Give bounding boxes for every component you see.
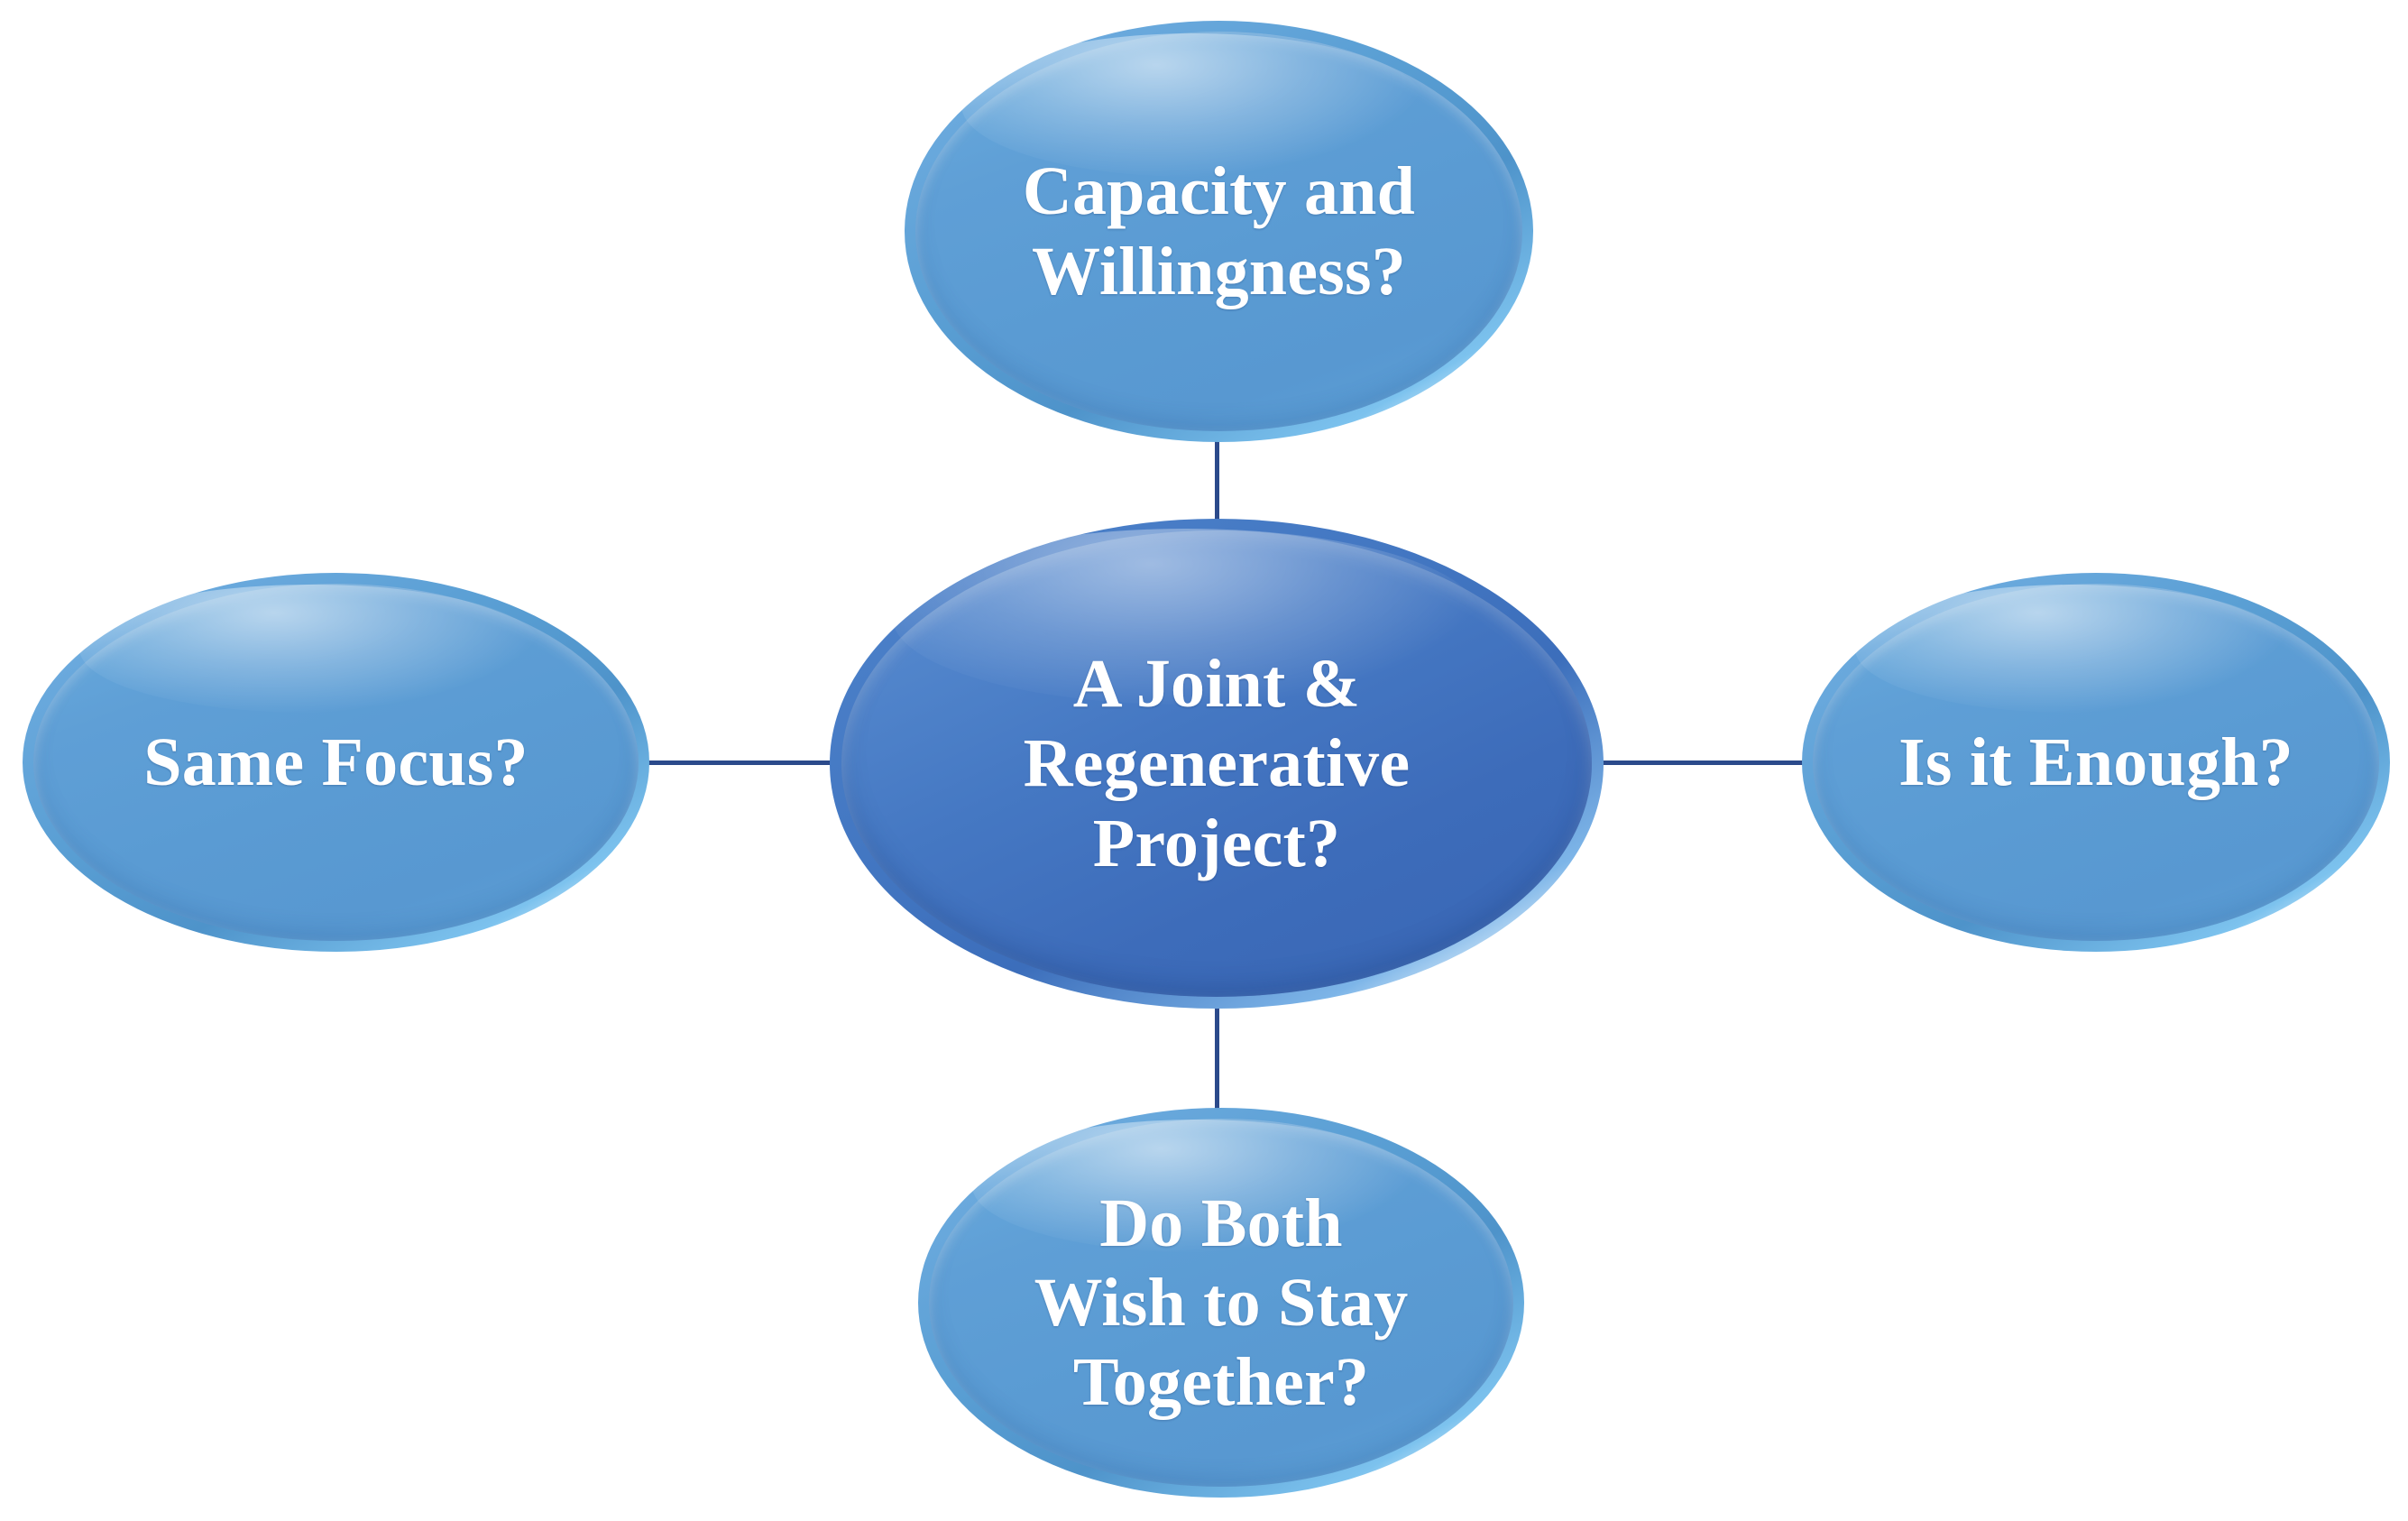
connector-center-to-bottom bbox=[1215, 1001, 1219, 1117]
node-sheen bbox=[78, 584, 543, 714]
connector-center-to-right bbox=[1595, 760, 1818, 765]
node-label: Do Both Wish to Stay Together? bbox=[1034, 1185, 1409, 1421]
node-label: Capacity and Willingness? bbox=[1022, 153, 1416, 309]
node-sheen bbox=[1854, 584, 2291, 714]
node-label: A Joint & Regenerative Project? bbox=[1023, 646, 1411, 881]
node-is-it-enough[interactable]: Is it Enough? bbox=[1802, 573, 2390, 952]
node-label: Is it Enough? bbox=[1898, 724, 2293, 800]
node-same-focus[interactable]: Same Focus? bbox=[23, 573, 649, 952]
node-do-both-wish-to-stay-together[interactable]: Do Both Wish to Stay Together? bbox=[918, 1108, 1524, 1498]
connector-center-to-left bbox=[633, 760, 839, 765]
node-capacity-and-willingness[interactable]: Capacity and Willingness? bbox=[905, 21, 1533, 442]
connector-center-to-top bbox=[1215, 426, 1219, 527]
node-label: Same Focus? bbox=[143, 724, 528, 800]
node-joint-and-regenerative-project[interactable]: A Joint & Regenerative Project? bbox=[830, 519, 1604, 1009]
